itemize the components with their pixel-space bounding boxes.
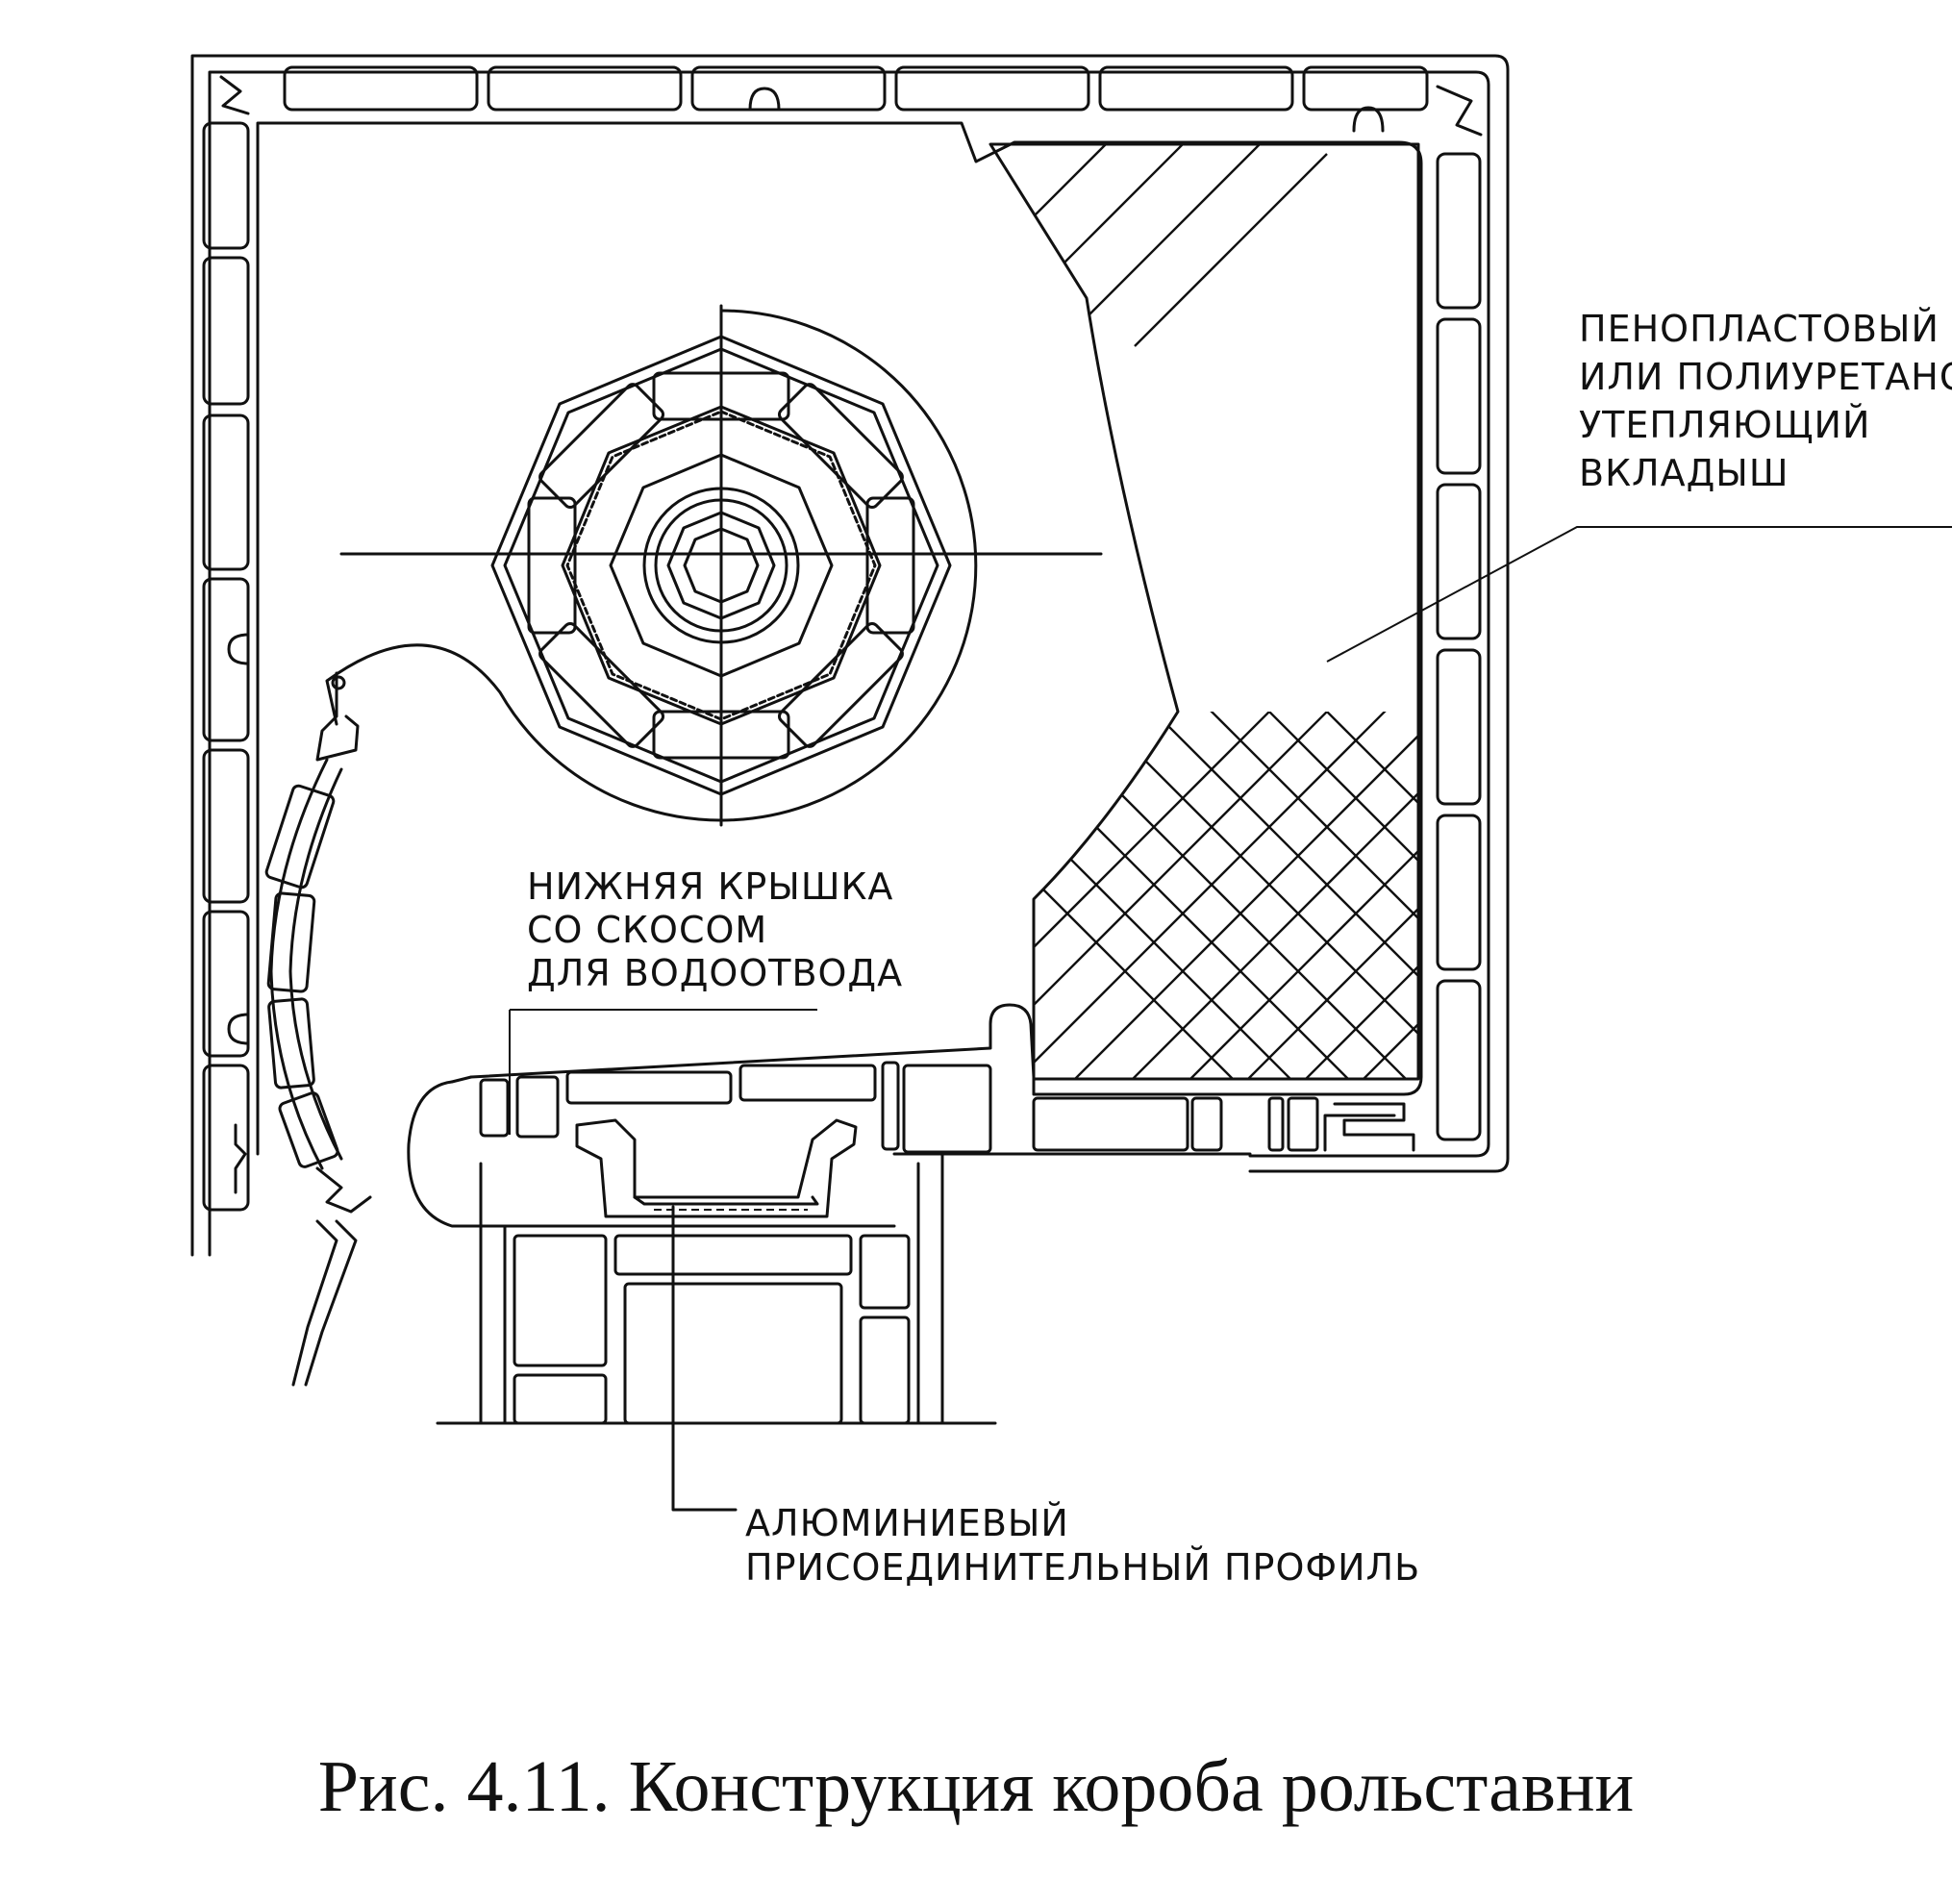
bottom-cover-label-line-2: СО СКОСОМ: [527, 909, 767, 951]
curtain-slats: [264, 671, 372, 1387]
left-wall-chambers: [202, 121, 250, 1212]
bottom-cover-label-line-1: НИЖНЯЯ КРЫШКА: [527, 865, 893, 908]
box-housing: [190, 54, 1510, 1257]
leader-lines: [509, 526, 1952, 1135]
bottom-cover: [407, 1003, 1415, 1228]
insulation-label-line-2: ИЛИ ПОЛИУРЕТАНО: [1579, 356, 1952, 398]
roller-shaft: [325, 304, 1103, 827]
bottom-cover-label: НИЖНЯЯ КРЫШКА СО СКОСОМ ДЛЯ ВОДООТВОДА: [527, 865, 903, 994]
insulation-label-line-1: ПЕНОПЛАСТОВЫЙ: [1579, 308, 1939, 350]
right-wall-chambers: [1436, 152, 1482, 1141]
insulation-label-line-3: УТЕПЛЯЮЩИЙ: [1579, 404, 1870, 446]
insulation-label-line-4: ВКЛАДЫШ: [1579, 452, 1789, 494]
window-frame: [436, 1118, 997, 1512]
figure-caption: Рис. 4.11. Конструкция короба рольставни: [317, 1746, 1635, 1827]
top-wall-chambers: [219, 65, 1483, 137]
aluminium-profile-label: АЛЮМИНИЕВЫЙ ПРИСОЕДИНИТЕЛЬНЫЙ ПРОФИЛЬ: [745, 1502, 1420, 1589]
insulation-label: ПЕНОПЛАСТОВЫЙ ИЛИ ПОЛИУРЕТАНО УТЕПЛЯЮЩИЙ…: [1579, 308, 1952, 494]
aluminium-profile-label-line-1: АЛЮМИНИЕВЫЙ: [745, 1502, 1069, 1544]
insulation-insert: [989, 142, 1421, 1081]
bottom-cover-label-line-3: ДЛЯ ВОДООТВОДА: [527, 952, 903, 994]
aluminium-profile-label-line-2: ПРИСОЕДИНИТЕЛЬНЫЙ ПРОФИЛЬ: [745, 1546, 1420, 1589]
